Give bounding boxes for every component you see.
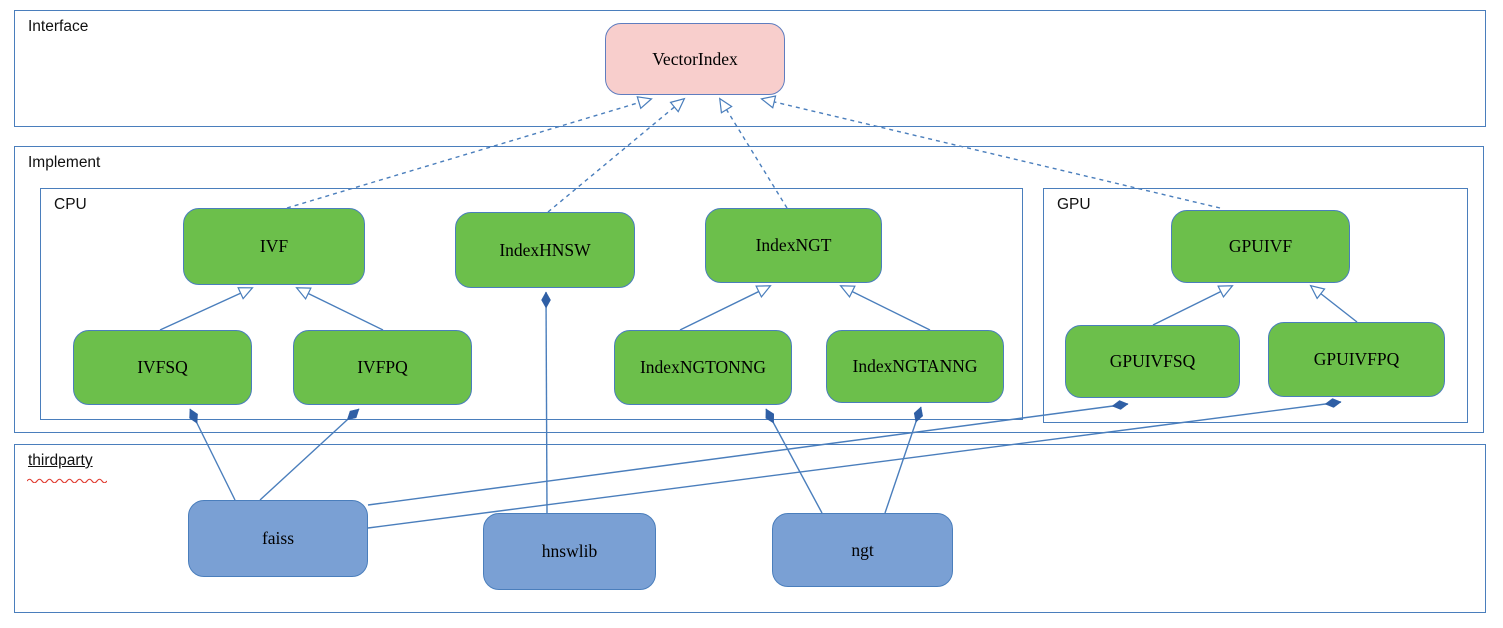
container-gpu[interactable]: GPU <box>1043 188 1468 423</box>
container-cpu[interactable]: CPU <box>40 188 1023 420</box>
node-gpuivfsq-label: GPUIVFSQ <box>1109 351 1196 371</box>
container-thirdparty-label: thirdparty <box>28 452 93 469</box>
node-vectorindex[interactable]: VectorIndex <box>605 23 785 95</box>
container-interface-label: Interface <box>28 18 89 35</box>
node-hnswlib[interactable]: hnswlib <box>483 513 656 590</box>
node-ivf[interactable]: IVF <box>183 208 365 285</box>
node-ngt-label: ngt <box>851 539 874 560</box>
edge-ivf-vectorindex <box>286 96 653 209</box>
edge-faiss-ivfsq <box>189 408 236 501</box>
edge-faiss-gpuivfsq <box>367 400 1129 506</box>
node-gpuivf-label: GPUIVF <box>1228 236 1293 256</box>
edge-gpuivf-vectorindex <box>760 95 1221 209</box>
spellcheck-squiggle-icon <box>27 478 107 483</box>
edge-gpuivfpq-gpuivf <box>1309 284 1358 323</box>
edge-ngt-indexngtanng <box>884 406 923 514</box>
edge-faiss-gpuivfpq <box>367 398 1342 529</box>
node-ivf-label: IVF <box>259 236 289 256</box>
edge-indexngt-vectorindex <box>718 97 788 209</box>
node-ngt[interactable]: ngt <box>772 513 953 587</box>
node-indexngt[interactable]: IndexNGT <box>705 208 882 283</box>
node-indexngtanng-label: IndexNGTANNG <box>852 356 978 376</box>
node-indexngtonng[interactable]: IndexNGTONNG <box>614 330 792 405</box>
node-indexngtanng[interactable]: IndexNGTANNG <box>826 330 1004 403</box>
edge-ngt-indexngtonng <box>765 408 823 514</box>
node-gpuivfpq[interactable]: GPUIVFPQ <box>1268 322 1445 397</box>
node-ivfpq-label: IVFPQ <box>357 357 408 377</box>
container-interface[interactable]: Interface <box>14 10 1486 127</box>
edge-hnswlib-indexhnsw <box>541 291 551 514</box>
container-thirdparty[interactable]: thirdparty <box>14 444 1486 613</box>
node-gpuivf[interactable]: GPUIVF <box>1171 210 1350 283</box>
node-gpuivfsq[interactable]: GPUIVFSQ <box>1065 325 1240 398</box>
node-faiss[interactable]: faiss <box>188 500 368 577</box>
node-hnswlib-label: hnswlib <box>541 541 598 561</box>
edge-indexngtanng-indexngt <box>839 285 931 331</box>
edge-gpuivfsq-gpuivf <box>1152 285 1234 326</box>
container-implement-label: Implement <box>28 154 101 171</box>
node-vectorindex-label: VectorIndex <box>652 48 738 69</box>
edge-ivfsq-ivf <box>159 287 254 331</box>
node-indexngtonng-label: IndexNGTONNG <box>639 357 767 377</box>
node-gpuivfpq-label: GPUIVFPQ <box>1313 349 1400 369</box>
node-faiss-label: faiss <box>261 528 295 548</box>
edge-indexngtonng-indexngt <box>679 285 772 331</box>
node-indexhnsw-label: IndexHNSW <box>499 239 591 260</box>
node-ivfpq[interactable]: IVFPQ <box>293 330 472 405</box>
container-gpu-label: GPU <box>1057 196 1091 213</box>
node-indexngt-label: IndexNGT <box>755 235 832 255</box>
container-cpu-label: CPU <box>54 196 87 213</box>
edge-faiss-ivfpq <box>259 408 360 501</box>
edge-indexhnsw-vectorindex <box>547 97 686 213</box>
node-ivfsq[interactable]: IVFSQ <box>73 330 252 405</box>
node-indexhnsw[interactable]: IndexHNSW <box>455 212 635 288</box>
edge-ivfpq-ivf <box>295 287 384 331</box>
node-ivfsq-label: IVFSQ <box>137 357 188 377</box>
